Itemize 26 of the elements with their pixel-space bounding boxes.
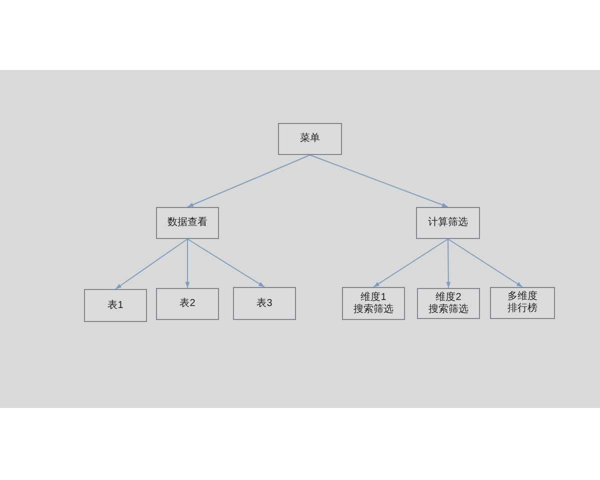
arrow: [185, 238, 190, 288]
process-box: [156, 207, 219, 239]
arrow: [187, 238, 265, 288]
process-box: [490, 287, 555, 319]
arrow: [373, 238, 448, 288]
arrow: [115, 238, 188, 290]
node-label: 菜单: [300, 133, 320, 145]
arrow: [187, 154, 310, 208]
process-box: [233, 287, 296, 320]
process-box: [342, 287, 405, 320]
arrow: [448, 238, 523, 288]
process-box: [417, 288, 480, 319]
process-box: [156, 288, 219, 320]
node-label: 表2: [180, 298, 196, 310]
arrow: [310, 154, 448, 208]
node-label: 表3: [256, 298, 272, 310]
node-label: 多维度排行榜: [508, 291, 538, 315]
node-label: 数据查看: [168, 217, 208, 229]
process-box: [416, 207, 480, 239]
node-label: 表1: [108, 300, 124, 312]
node-label: 计算筛选: [428, 217, 468, 229]
arrow: [446, 238, 451, 288]
process-box: [84, 289, 147, 322]
node-label: 维度2搜索筛选: [428, 292, 468, 316]
node-label: 维度1搜索筛选: [354, 292, 394, 316]
process-box: [278, 123, 342, 155]
